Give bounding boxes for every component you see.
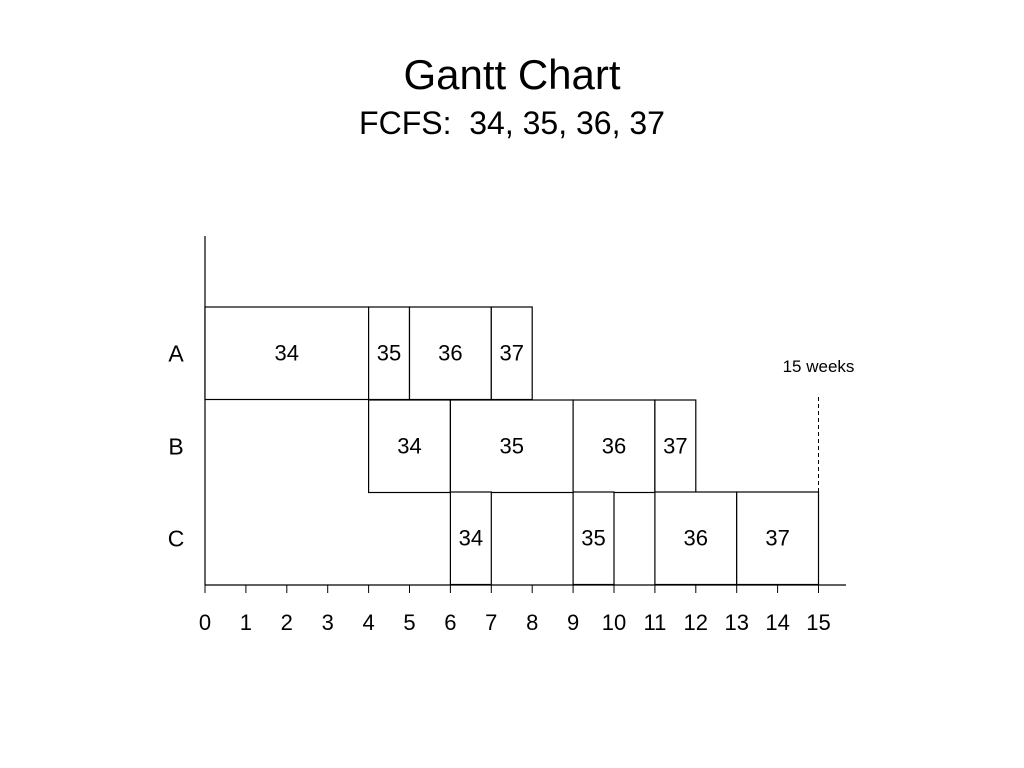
task-bar-b-37: 37 (654, 399, 697, 494)
x-tick-label: 7 (485, 610, 497, 635)
x-tick-label: 9 (567, 610, 579, 635)
x-tick-label: 10 (602, 610, 626, 635)
task-bar-c-36: 36 (654, 491, 738, 586)
task-bar-a-37: 37 (490, 306, 533, 401)
task-bar-label: 34 (459, 525, 483, 550)
x-tick-label: 11 (643, 610, 666, 635)
task-bar-label: 35 (581, 525, 605, 550)
task-bar-rect (368, 306, 411, 401)
task-bar-b-34: 34 (368, 399, 452, 494)
task-bar-b-36: 36 (572, 399, 656, 494)
task-bar-label: 35 (377, 340, 401, 365)
task-bar-c-35: 35 (572, 491, 615, 586)
task-bar-a-35: 35 (368, 306, 411, 401)
x-tick-label: 4 (362, 610, 374, 635)
chart-title: Gantt Chart (403, 51, 621, 98)
task-bar-rect (368, 399, 452, 494)
x-tick-label: 5 (403, 610, 415, 635)
row-label-a: A (168, 340, 184, 366)
x-tick-label: 8 (526, 610, 538, 635)
task-bar-rect (736, 491, 820, 586)
x-tick-label: 13 (724, 610, 748, 635)
x-tick-label: 12 (684, 610, 708, 635)
task-bar-c-37: 37 (736, 491, 820, 586)
task-bar-label: 37 (765, 525, 789, 550)
task-bar-label: 37 (500, 340, 524, 365)
task-bar-rect (572, 491, 615, 586)
x-tick-label: 3 (322, 610, 334, 635)
x-tick-label: 14 (765, 610, 789, 635)
task-bar-rect (449, 491, 492, 586)
x-tick-label: 2 (281, 610, 293, 635)
task-bar-c-34: 34 (449, 491, 492, 586)
task-bar-rect (449, 399, 574, 494)
x-tick-label: 15 (806, 610, 830, 635)
task-bar-label: 34 (397, 433, 421, 458)
task-bar-label: 34 (275, 340, 299, 365)
task-bar-a-36: 36 (408, 306, 492, 401)
task-bar-label: 36 (684, 525, 708, 550)
task-bar-rect (654, 491, 738, 586)
row-label-b: B (168, 433, 183, 459)
annotation-label: 15 weeks (783, 357, 855, 376)
x-tick-label: 6 (444, 610, 456, 635)
task-bar-label: 37 (663, 433, 687, 458)
row-label-c: C (168, 525, 185, 551)
chart-subtitle: FCFS: 34, 35, 36, 37 (359, 105, 665, 141)
x-tick-label: 1 (240, 610, 252, 635)
task-bar-label: 36 (602, 433, 626, 458)
x-tick-label: 0 (199, 610, 211, 635)
task-bar-rect (490, 306, 533, 401)
task-bar-label: 35 (500, 433, 524, 458)
task-bar-rect (204, 306, 370, 401)
task-bar-a-34: 34 (204, 306, 370, 401)
task-bar-b-35: 35 (449, 399, 574, 494)
task-bar-label: 36 (438, 340, 462, 365)
